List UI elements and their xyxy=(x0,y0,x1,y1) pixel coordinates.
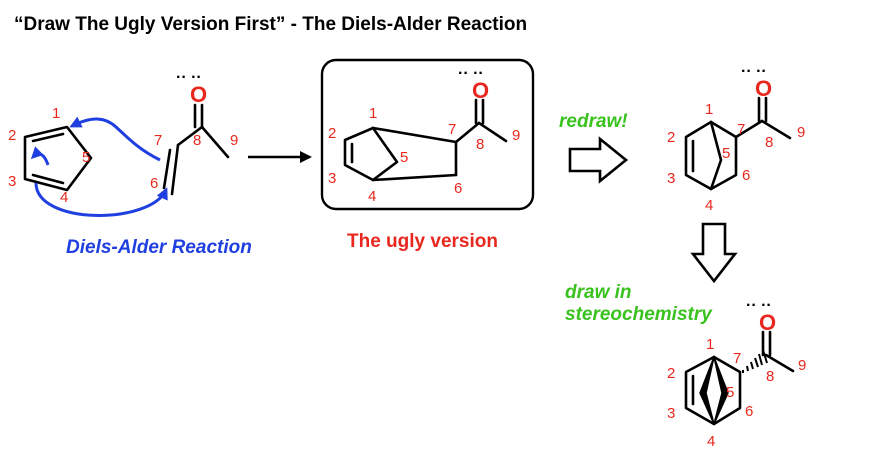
norbornene-redrawn: O ·· ·· 1 2 3 4 5 6 7 8 9 xyxy=(667,63,805,214)
atom-number-2: 2 xyxy=(328,125,336,142)
stereo-label-line1: draw in xyxy=(565,282,632,303)
atom-number-5: 5 xyxy=(726,384,734,401)
norbornene-stereo: O ·· ·· 1 2 3 4 5 6 7 8 9 xyxy=(667,297,806,450)
stereo-label-line2: stereochemistry xyxy=(565,304,713,325)
oxygen-atom: O xyxy=(759,310,776,335)
ugly-version-label: The ugly version xyxy=(347,231,498,252)
redraw-arrow xyxy=(568,136,629,184)
atom-number-2: 2 xyxy=(667,365,675,382)
atom-number-6: 6 xyxy=(150,175,158,192)
atom-number-4: 4 xyxy=(707,433,715,450)
lone-pairs: ·· ·· xyxy=(741,63,767,80)
atom-number-9: 9 xyxy=(797,124,805,141)
lone-pairs: ·· ·· xyxy=(458,65,484,82)
atom-number-3: 3 xyxy=(328,170,336,187)
atom-number-1: 1 xyxy=(369,105,377,122)
ugly-version-structure: O ·· ·· 1 2 3 4 5 6 7 8 9 xyxy=(328,65,520,205)
atom-number-8: 8 xyxy=(193,132,201,149)
atom-number-1: 1 xyxy=(706,336,714,353)
oxygen-atom: O xyxy=(472,78,489,103)
atom-number-9: 9 xyxy=(512,127,520,144)
oxygen-atom: O xyxy=(190,82,207,107)
lone-pairs: ·· ·· xyxy=(746,297,772,314)
lone-pairs: ·· ·· xyxy=(176,69,202,86)
atom-number-7: 7 xyxy=(154,132,162,149)
oxygen-atom: O xyxy=(755,76,772,101)
atom-number-5: 5 xyxy=(82,149,90,166)
page-title: “Draw The Ugly Version First” - The Diel… xyxy=(14,14,528,35)
atom-number-6: 6 xyxy=(454,180,462,197)
methyl-vinyl-ketone: O ·· ·· 7 6 8 9 xyxy=(150,69,238,196)
atom-number-3: 3 xyxy=(8,173,16,190)
redraw-label: redraw! xyxy=(559,111,628,132)
atom-number-7: 7 xyxy=(733,350,741,367)
atom-number-5: 5 xyxy=(400,149,408,166)
ugly-version-box xyxy=(320,58,535,211)
atom-number-7: 7 xyxy=(448,121,456,138)
atom-number-1: 1 xyxy=(705,101,713,118)
reaction-label: Diels-Alder Reaction xyxy=(66,237,252,258)
stereo-arrow xyxy=(690,222,738,284)
atom-number-5: 5 xyxy=(722,145,730,162)
atom-number-9: 9 xyxy=(230,132,238,149)
atom-number-8: 8 xyxy=(476,136,484,153)
atom-number-4: 4 xyxy=(368,188,376,205)
atom-number-9: 9 xyxy=(798,357,806,374)
atom-number-2: 2 xyxy=(8,127,16,144)
cyclopentadiene: 1 2 3 4 5 xyxy=(8,105,93,206)
electron-arrows xyxy=(30,116,168,217)
atom-number-8: 8 xyxy=(766,368,774,385)
atom-number-3: 3 xyxy=(667,170,675,187)
atom-number-1: 1 xyxy=(52,105,60,122)
atom-number-4: 4 xyxy=(60,189,68,206)
atom-number-4: 4 xyxy=(705,197,713,214)
atom-number-6: 6 xyxy=(742,167,750,184)
atom-number-2: 2 xyxy=(667,129,675,146)
atom-number-7: 7 xyxy=(737,121,745,138)
atom-number-8: 8 xyxy=(765,134,773,151)
atom-number-6: 6 xyxy=(745,403,753,420)
atom-number-3: 3 xyxy=(667,405,675,422)
